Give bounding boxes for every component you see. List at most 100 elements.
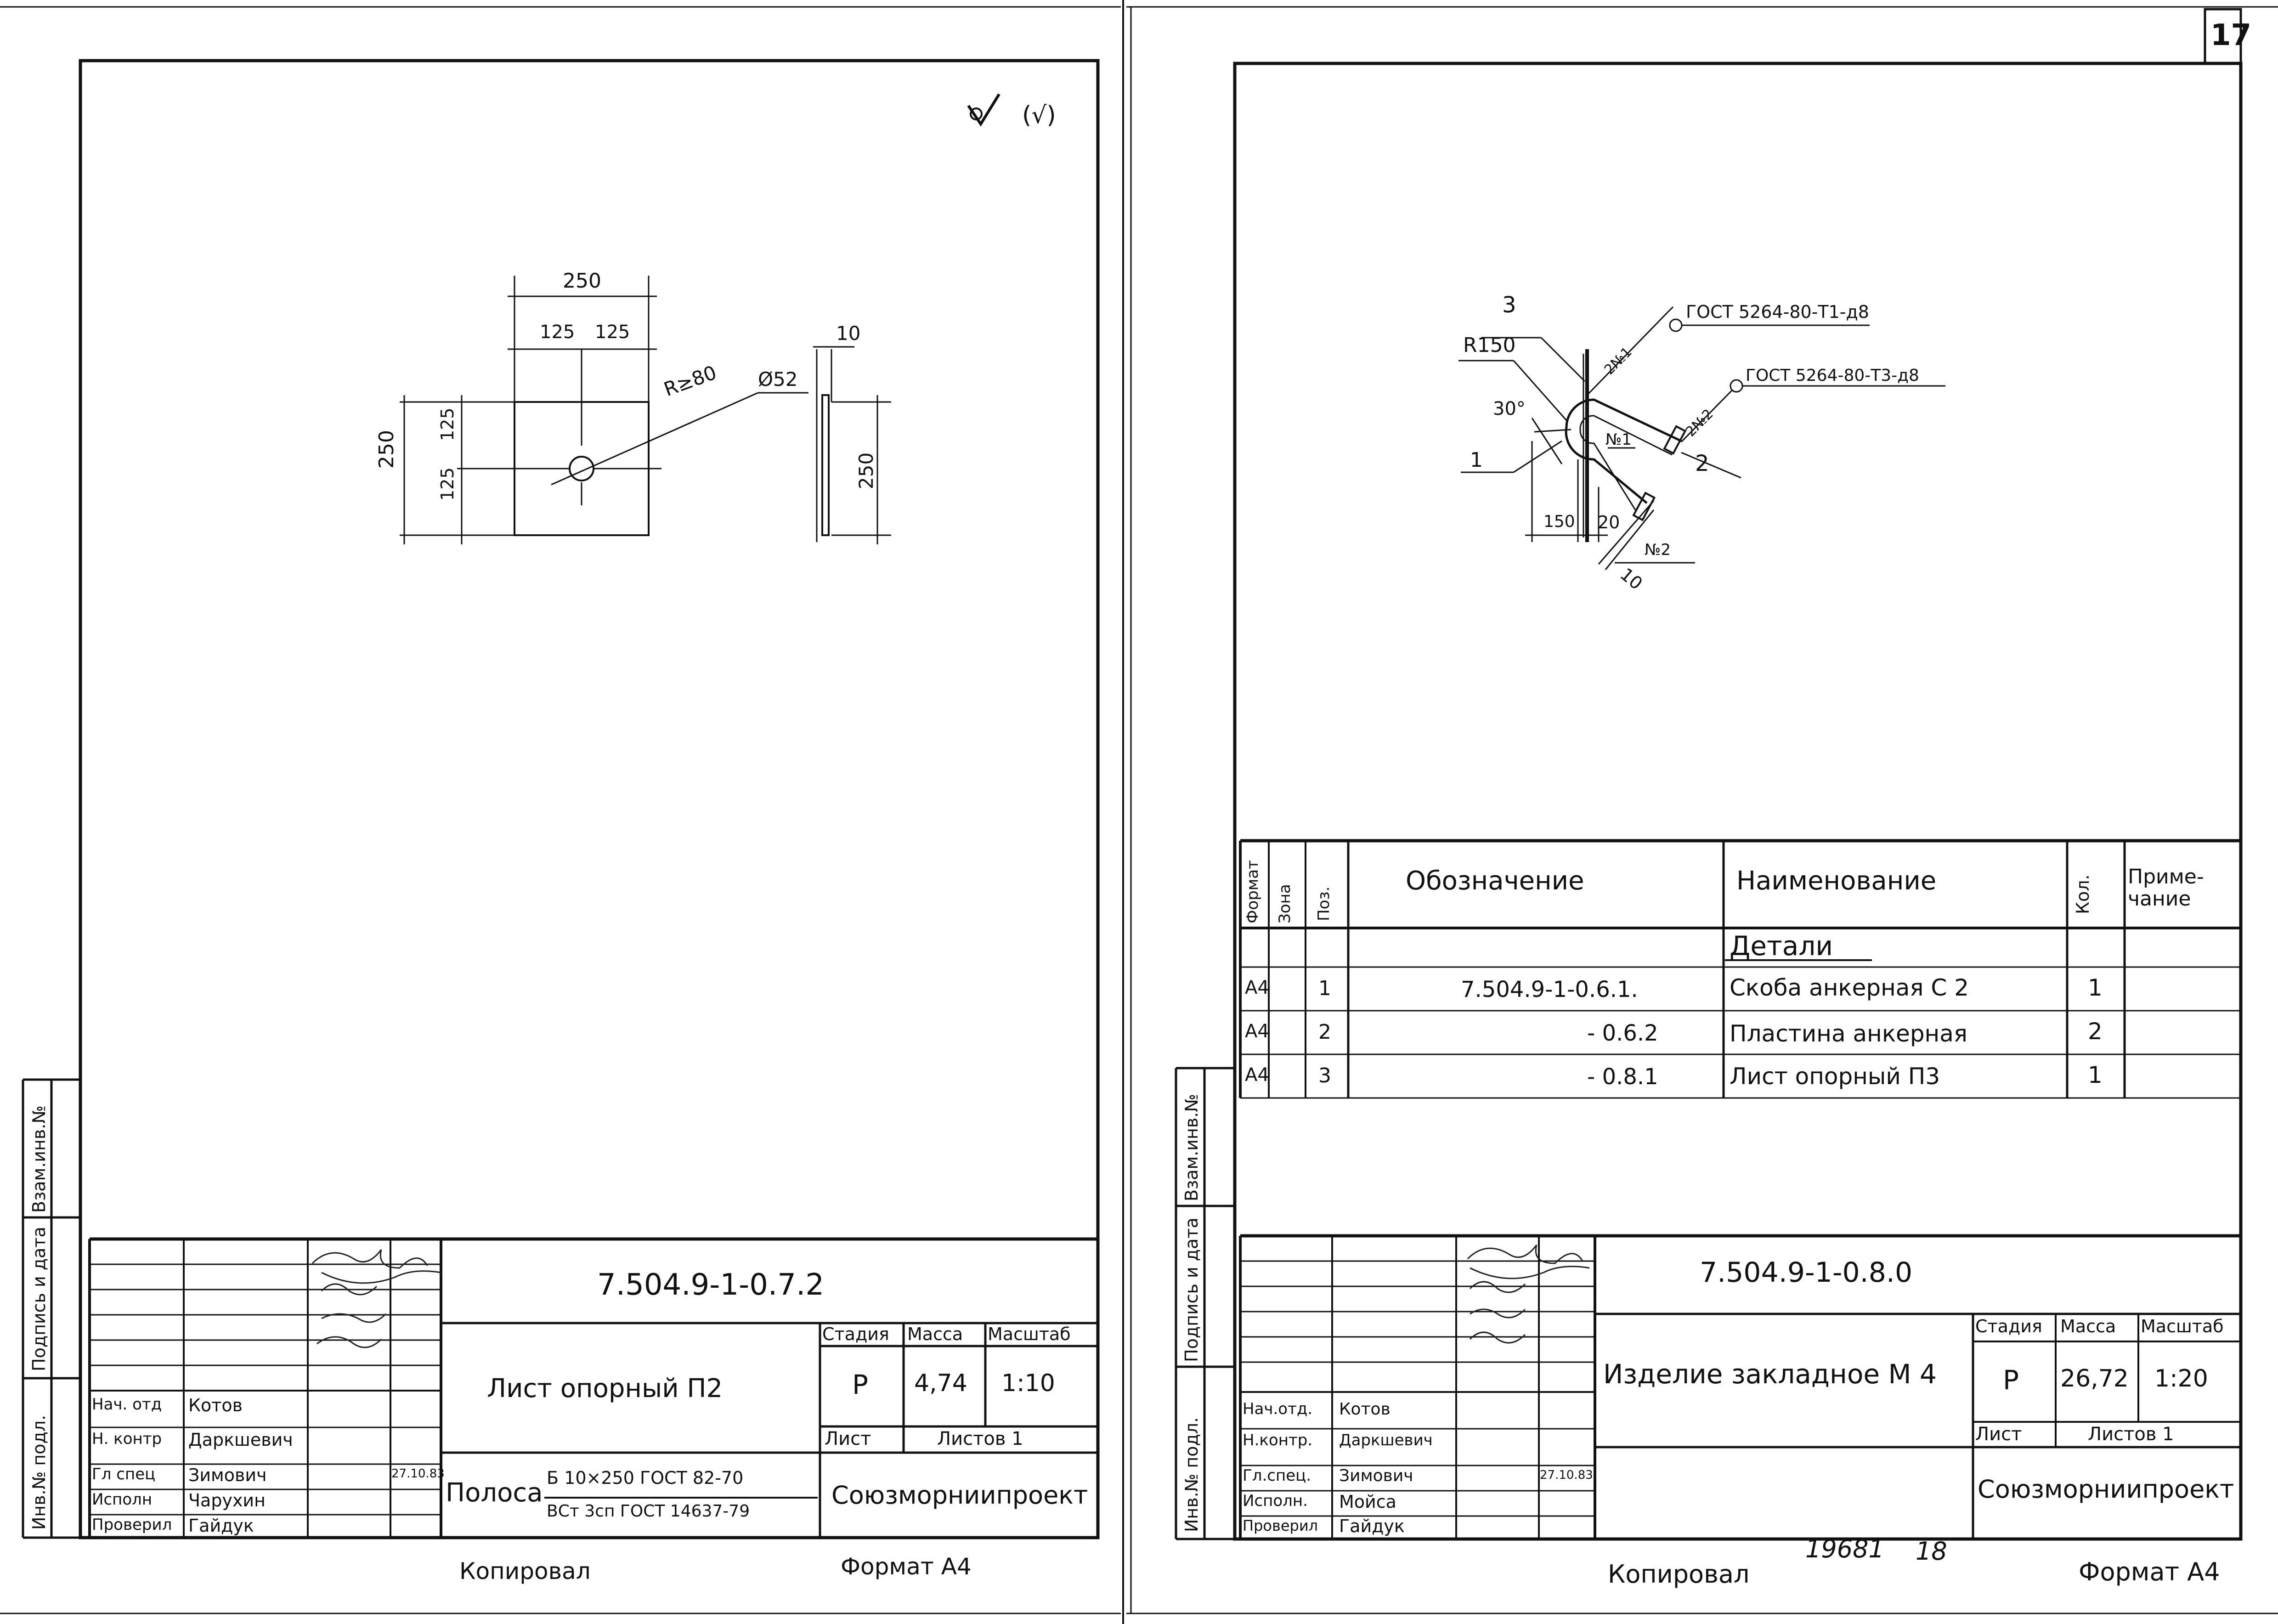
stamp-stage: Р <box>852 1369 868 1400</box>
roughness-mark: (√) <box>1022 102 1056 129</box>
role-executor-right: Исполн. <box>1243 1492 1308 1510</box>
spec-header-pos: Поз. <box>1315 886 1333 921</box>
stamp-header-scale-right: Масштаб <box>2141 1316 2224 1336</box>
spec-row-3-name: Лист опорный П3 <box>1730 1063 1940 1090</box>
name-control-right: Даркшевич <box>1339 1431 1433 1449</box>
label-angle: 30° <box>1493 398 1526 419</box>
dim-150: 150 <box>1543 512 1575 531</box>
name-checker: Гайдук <box>188 1516 254 1536</box>
weld-gost-2: ГОСТ 5264-80-Т3-д8 <box>1746 366 1919 385</box>
side-label-inv: Инв.№ подл. <box>29 1415 49 1530</box>
spec-row-3-qty: 1 <box>2088 1062 2103 1088</box>
stamp-scale: 1:10 <box>1001 1369 1055 1397</box>
spec-row-2-qty: 2 <box>2088 1018 2103 1045</box>
role-control-right: Н.контр. <box>1243 1431 1313 1449</box>
label-pos-1: 1 <box>1470 448 1483 472</box>
stamp-header-stage-right: Стадия <box>1975 1316 2042 1336</box>
stamp-material-prefix: Полоса <box>446 1478 543 1508</box>
spec-row-1-pos: 1 <box>1318 977 1331 1000</box>
spec-row-2-format: А4 <box>1245 1021 1269 1042</box>
format: Формат А4 <box>841 1553 972 1580</box>
stamp-date-right: 27.10.83 <box>1540 1468 1593 1482</box>
spec-header-designation: Обозначение <box>1406 866 1584 896</box>
dim-20: 20 <box>1598 512 1620 532</box>
spec-row-1-qty: 1 <box>2088 974 2103 1001</box>
label-n1: №1 <box>1605 430 1632 449</box>
copied-by-right: Копировал <box>1608 1560 1750 1589</box>
stamp-date: 27.10.83 <box>391 1467 445 1481</box>
role-control: Н. контр <box>92 1430 162 1448</box>
dim-hole: Ø52 <box>758 368 798 390</box>
spec-row-2-pos: 2 <box>1318 1020 1331 1044</box>
name-executor: Чарухин <box>188 1490 266 1511</box>
page-number: 17 <box>2210 18 2252 52</box>
spec-header-zone: Зона <box>1276 884 1294 923</box>
spec-row-2-name: Пластина анкерная <box>1730 1020 1967 1047</box>
stamp-stage-right: Р <box>2003 1364 2019 1396</box>
stamp-sheet-right: Лист <box>1975 1424 2022 1445</box>
dim-width-half-a: 125 <box>540 322 575 343</box>
stamp-part-name: Лист опорный П2 <box>487 1374 723 1403</box>
weld-gost-1: ГОСТ 5264-80-Т1-д8 <box>1686 302 1869 322</box>
dim-height-total: 250 <box>375 430 398 469</box>
role-checker-right: Проверил <box>1243 1517 1318 1534</box>
spec-row-3-format: А4 <box>1245 1064 1269 1086</box>
spec-header-format: Формат <box>1244 860 1262 923</box>
stamp-organization-right: Союзморниипроект <box>1978 1475 2234 1504</box>
spec-row-1-format: А4 <box>1245 977 1269 998</box>
spec-section: Детали <box>1730 930 1833 962</box>
spec-row-2-designation: - 0.6.2 <box>1587 1020 1658 1046</box>
stamp-scale-right: 1:20 <box>2154 1365 2208 1392</box>
name-head: Котов <box>188 1395 243 1415</box>
role-chief-right: Гл.спец. <box>1243 1466 1311 1485</box>
stamp-part-name-right: Изделие закладное М 4 <box>1603 1358 1937 1390</box>
stamp-material-top: Б 10×250 ГОСТ 82-70 <box>547 1468 744 1488</box>
stamp-header-stage: Стадия <box>822 1324 889 1344</box>
side-label-vzam: Взам.инв.№ <box>29 1105 49 1213</box>
side-label-sign: Подпись и дата <box>29 1227 49 1371</box>
spec-header-note: Приме-чание <box>2128 865 2204 911</box>
label-pos-2: 2 <box>1695 451 1709 476</box>
side-label-sign-right: Подпись и дата <box>1181 1217 1202 1362</box>
side-label-inv-right: Инв.№ подл. <box>1181 1417 1202 1532</box>
spec-header-name: Наименование <box>1736 866 1937 896</box>
spec-header-qty: Кол. <box>2073 874 2093 914</box>
spec-row-3-pos: 3 <box>1318 1064 1331 1087</box>
label-radius: R150 <box>1463 334 1516 357</box>
stamp-header-scale: Масштаб <box>988 1324 1071 1344</box>
name-head-right: Котов <box>1339 1400 1391 1419</box>
role-executor: Исполн <box>92 1490 153 1509</box>
stamp-designation-right: 7.504.9-1-0.8.0 <box>1700 1256 1913 1289</box>
dim-height-half-a: 125 <box>437 407 458 441</box>
stamp-organization: Союзморниипроект <box>831 1481 1088 1510</box>
dim-height-half-b: 125 <box>437 467 458 501</box>
stamp-header-mass: Масса <box>907 1324 963 1344</box>
role-checker: Проверил <box>92 1516 172 1534</box>
archive-sub-number: 18 <box>1916 1537 1947 1566</box>
spec-row-1-designation: 7.504.9-1-0.6.1. <box>1461 977 1638 1002</box>
signatures <box>311 1245 1590 1348</box>
name-chief-right: Зимович <box>1339 1466 1413 1485</box>
name-control: Даркшевич <box>188 1430 293 1450</box>
stamp-sheet: Лист <box>825 1428 871 1449</box>
dim-thickness: 10 <box>836 322 861 345</box>
stamp-mass: 4,74 <box>914 1369 967 1397</box>
stamp-sheets-right: Листов 1 <box>2088 1424 2174 1445</box>
dim-side-height: 250 <box>855 452 877 489</box>
label-pos-3: 3 <box>1502 292 1516 318</box>
stamp-sheets: Листов 1 <box>937 1428 1023 1449</box>
name-chief: Зимович <box>188 1465 267 1485</box>
stamp-mass-right: 26,72 <box>2060 1365 2129 1392</box>
spec-row-1-name: Скоба анкерная С 2 <box>1730 974 1969 1001</box>
dim-width-half-b: 125 <box>595 322 630 343</box>
stamp-designation: 7.504.9-1-0.7.2 <box>597 1268 825 1302</box>
stamp-header-mass-right: Масса <box>2060 1316 2116 1336</box>
side-label-vzam-right: Взам.инв.№ <box>1181 1094 1202 1201</box>
copied-by: Копировал <box>459 1558 591 1584</box>
name-checker-right: Гайдук <box>1339 1516 1405 1536</box>
role-chief: Гл спец <box>92 1465 156 1483</box>
role-head: Нач. отд <box>92 1395 162 1414</box>
role-head-right: Нач.отд. <box>1243 1400 1313 1418</box>
stamp-material-bottom: ВСт 3сп ГОСТ 14637-79 <box>547 1502 750 1521</box>
